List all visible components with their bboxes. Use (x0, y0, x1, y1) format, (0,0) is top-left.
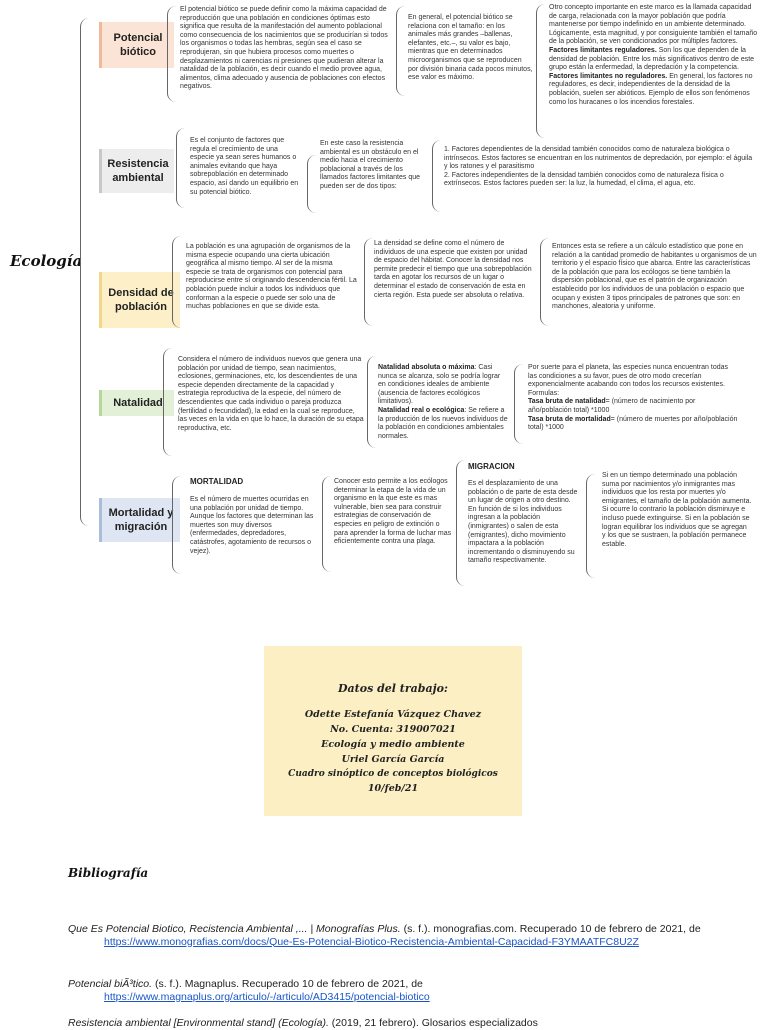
brace-resistencia-1 (176, 128, 185, 208)
text-densidad-poblacion: La población es una agrupación de organi… (186, 243, 357, 311)
brace-mortalidad-2 (322, 476, 331, 572)
text-potencial-tamano: En general, el potencial biótico se rela… (408, 14, 533, 82)
natalidad-real-title: Natalidad real o ecológica (378, 406, 465, 414)
label-potencial-biotico: Potencial biótico (99, 22, 174, 68)
text-natalidad-formulas: Por suerte para el planeta, las especies… (528, 364, 738, 433)
label-natalidad: Natalidad (99, 390, 174, 416)
bib-entry-2-text: (s. f.). Magnaplus. Recuperado 10 de feb… (152, 978, 423, 990)
tasa-natalidad-text: = (número de nacimiento por año/població… (528, 398, 696, 414)
factores-reguladores-text: Son los que dependen de la densidad de p… (549, 46, 755, 72)
datos-heading: Datos del trabajo: (337, 682, 448, 695)
main-brace (80, 18, 95, 526)
tasa-natalidad-title: Tasa bruta de natalidad (528, 398, 606, 406)
datos-del-trabajo-card: Datos del trabajo: Odette Estefanía Vázq… (264, 646, 522, 816)
brace-densidad-1 (172, 236, 181, 328)
tasa-mortalidad-text: = (número de muertes por año/población t… (528, 415, 738, 432)
brace-potencial-1 (167, 6, 176, 102)
brace-mortalidad-4 (586, 474, 595, 578)
factores-no-reguladores-title: Factores limitantes no reguladores. (549, 72, 668, 80)
bib-entry-2: Potencial biÃ³tico. (s. f.). Magnaplus. … (68, 978, 704, 1003)
brace-natalidad-2 (367, 356, 376, 448)
brace-potencial-2 (396, 6, 405, 96)
natalidad-absoluta-title: Natalidad absoluta o máxima (378, 364, 475, 371)
text-natalidad-tipos: Natalidad absoluta o máxima: Casi nunca … (378, 364, 508, 441)
text-resistencia-definicion: Es el conjunto de factores que regula el… (190, 137, 299, 196)
natalidad-suerte-text: Por suerte para el planeta, las especies… (528, 364, 729, 389)
brace-natalidad-1 (163, 348, 172, 456)
datos-tema: Cuadro sinóptico de conceptos biológicos (288, 769, 498, 779)
label-resistencia-ambiental: Resistencia ambiental (99, 149, 174, 193)
brace-densidad-2 (364, 238, 373, 326)
tasa-mortalidad-title: Tasa bruta de mortalidad (528, 415, 611, 423)
brace-resistencia-2 (307, 155, 316, 213)
text-potencial-capacidad: Otro concepto importante en este marco e… (549, 4, 759, 107)
bib-entry-3-title: Resistencia ambiental [Environmental sta… (68, 1017, 329, 1029)
brace-mortalidad-3 (456, 460, 465, 586)
text-resistencia-factores: 1. Factores dependientes de la densidad … (444, 146, 753, 188)
datos-materia: Ecología y medio ambiente (321, 739, 465, 750)
factores-no-reguladores-text: En general, los factores no reguladores,… (549, 72, 753, 106)
text-mortalidad-ecologos: Conocer esto permite a los ecólogos dete… (334, 478, 452, 546)
main-title: Ecología (10, 252, 83, 270)
factores-reguladores-title: Factores limitantes reguladores. (549, 46, 657, 54)
bib-entry-2-title: Potencial biÃ³tico. (68, 978, 153, 990)
text-densidad-calculo: Entonces esta se refiere a un cálculo es… (552, 243, 757, 311)
migracion-heading: MIGRACION (468, 462, 515, 471)
label-mortalidad-migracion: Mortalidad y migración (99, 498, 180, 542)
bibliografia-heading: Bibliografía (68, 866, 149, 880)
bib-entry-1-text: (s. f.). monografias.com. Recuperado 10 … (400, 923, 701, 935)
mortalidad-heading: MORTALIDAD (190, 477, 244, 486)
capacidad-carga-text: Otro concepto importante en este marco e… (549, 4, 758, 46)
brace-natalidad-3 (514, 364, 523, 444)
text-densidad-definicion: La densidad se define como el número de … (374, 240, 532, 299)
brace-resistencia-3 (432, 140, 441, 212)
bib-entry-2-link[interactable]: https://www.magnaplus.org/articulo/-/art… (104, 990, 430, 1003)
text-migracion-balance: Si en un tiempo determinado una població… (602, 472, 752, 548)
text-resistencia-obstaculo: En este caso la resistencia ambiental es… (320, 140, 420, 190)
natalidad-absoluta-text: : Casi nunca se alcanza, solo se podría … (378, 364, 501, 406)
bib-entry-1-link[interactable]: https://www.monografias.com/docs/Que-Es-… (104, 935, 639, 948)
datos-cuenta: No. Cuenta: 319007021 (330, 724, 456, 735)
text-migracion-definicion: Es el desplazamiento de una población o … (468, 480, 578, 565)
brace-potencial-3 (536, 4, 545, 138)
bib-entry-3: Resistencia ambiental [Environmental sta… (68, 1017, 668, 1030)
natalidad-real-text: : Se refiere a la producción de los nuev… (378, 406, 508, 440)
brace-mortalidad-1 (172, 476, 181, 574)
text-mortalidad-definicion: Es el número de muertes ocurridas en una… (190, 496, 314, 555)
formulas-label: Formulas: (528, 389, 560, 397)
brace-densidad-3 (540, 238, 549, 326)
label-densidad-poblacion: Densidad de población (99, 272, 180, 328)
bib-entry-1: Que Es Potencial Biotico, Recistencia Am… (68, 923, 704, 948)
text-natalidad-definicion: Considera el número de individuos nuevos… (178, 356, 364, 432)
datos-alumno: Odette Estefanía Vázquez Chavez (304, 709, 482, 720)
bib-entry-3-text: (2019, 21 febrero). Glosarios especializ… (328, 1017, 538, 1029)
bib-entry-1-title: Que Es Potencial Biotico, Recistencia Am… (68, 923, 401, 935)
datos-fecha: 10/feb/21 (367, 783, 419, 794)
datos-profesor: Uriel García García (341, 754, 445, 765)
text-potencial-definicion: El potencial biótico se puede definir co… (180, 6, 388, 91)
